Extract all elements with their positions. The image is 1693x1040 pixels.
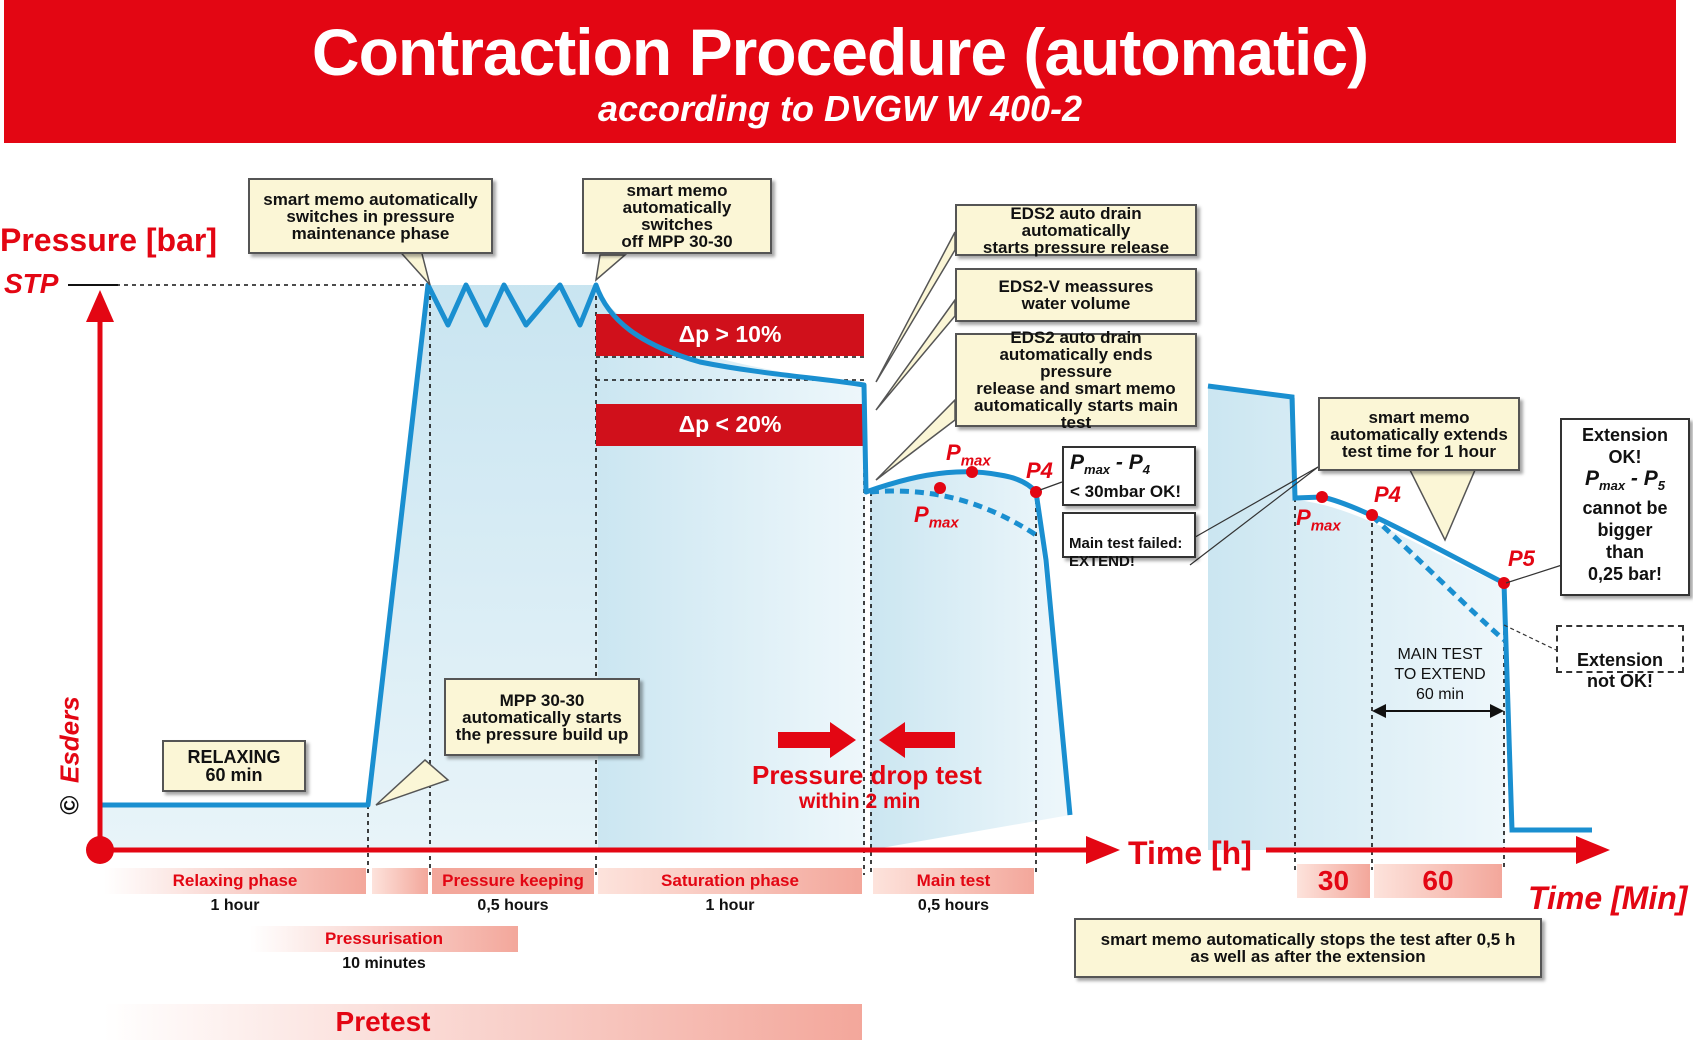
callout-extension-not-ok: Extension not OK! (1556, 625, 1684, 691)
origin-dot (86, 836, 114, 864)
pressure-drop-arrow-left (879, 722, 955, 758)
extend-span-arrow-left (1372, 704, 1386, 718)
measurement-points (934, 466, 1510, 589)
phase-relaxing-duration: 1 hour (210, 897, 260, 914)
callout-extend: smart memo automatically extends test ti… (1318, 397, 1520, 471)
main-test-extend-label: MAIN TEST TO EXTEND 60 min (1394, 646, 1486, 703)
page-subtitle: according to DVGW W 400-2 (597, 88, 1083, 129)
callout-extension-ok: Extension OK! Pmax - P5 cannot be bigger… (1560, 418, 1690, 596)
callout-maintenance: smart memo automatically switches in pre… (248, 178, 493, 254)
pressure-drop-arrow-right (778, 722, 856, 758)
x-axis-minutes-arrow (1576, 836, 1610, 864)
callout-main-failed: Main test failed: EXTEND! (1062, 512, 1196, 570)
ok-pointer (1039, 481, 1063, 491)
stp-label: STP (4, 268, 59, 299)
area-extension (1208, 385, 1505, 850)
extension-curve-notok (1370, 514, 1506, 642)
x-axis-hours-label: Time [h] (1128, 835, 1252, 871)
callout-mpp-start: MPP 30-30 automatically starts the press… (444, 678, 640, 756)
callout-eds2v-volume: EDS2-V meassures water volume (955, 268, 1197, 322)
minute-bar-60: 60 (1374, 864, 1502, 898)
phase-main-test: Main test (873, 868, 1034, 894)
page-title: Contraction Procedure (automatic) (311, 15, 1369, 89)
y-axis-label: Pressure [bar] (0, 222, 217, 258)
pressure-curve-failed (869, 488, 1038, 538)
minute-bar-30: 30 (1297, 864, 1370, 898)
extok-pointer (1505, 564, 1563, 584)
delta-p-lower-label: Δp < 20% (679, 411, 782, 437)
label-pmax-ext: Pmax (1296, 505, 1341, 535)
delta-p-lower-bar (596, 404, 864, 446)
notok-pointer (1503, 624, 1557, 651)
callout-stops: smart memo automatically stops the test … (1074, 918, 1542, 978)
phase-pressurisation: Pressurisation (250, 926, 518, 952)
extension-curve-top (1207, 383, 1592, 833)
label-pmax-top: Pmax (946, 440, 991, 470)
label-p5: P5 (1508, 546, 1535, 571)
extend-span-arrow-right (1490, 704, 1504, 718)
phase-main-test-duration: 0,5 hours (917, 897, 990, 914)
brand-logo: Esders (54, 696, 85, 784)
x-axis-minutes-label: Time [Min] (1528, 880, 1688, 916)
phase-pressurisation-segment (372, 868, 428, 894)
callout-eds2-end: EDS2 auto drain automatically ends press… (955, 329, 1197, 431)
phase-pretest: Pretest (104, 1004, 862, 1040)
phase-pressure-keeping: Pressure keeping (432, 868, 594, 894)
phase-pressure-keeping-duration: 0,5 hours (477, 897, 549, 914)
x-axis-arrow (1086, 836, 1120, 864)
title-banner: Contraction Procedure (automatic) accord… (4, 0, 1676, 143)
label-pmax-failed: Pmax (914, 502, 959, 532)
phase-saturation: Saturation phase (598, 868, 862, 894)
phase-relaxing: Relaxing phase (104, 868, 366, 894)
delta-p-upper-label: Δp > 10% (679, 321, 782, 347)
pressure-drop-title: Pressure drop test (752, 760, 982, 790)
callout-relaxing: RELAXING 60 min (162, 740, 306, 792)
pressure-curve (100, 282, 1073, 816)
area-main (870, 473, 1070, 850)
callout-pmax-p4-ok: Pmax - P4 < 30mbar OK! (1062, 446, 1196, 506)
callout-eds2-release: EDS2 auto drain automatically starts pre… (955, 204, 1197, 256)
failed-pointers (1189, 466, 1319, 566)
y-axis-arrow (86, 290, 114, 322)
copyright-symbol: © (54, 795, 85, 815)
callout-mpp-off: smart memo automatically switches off MP… (582, 178, 772, 254)
copyright-mark: © Esders (50, 696, 90, 820)
phase-pressurisation-duration: 10 minutes (342, 955, 426, 972)
callout-pointers (375, 231, 1477, 806)
phase-saturation-duration: 1 hour (705, 897, 755, 914)
pressure-drop-subtitle: within 2 min (799, 790, 921, 813)
label-p4-ext: P4 (1374, 482, 1401, 507)
label-p4-main: P4 (1026, 458, 1053, 483)
